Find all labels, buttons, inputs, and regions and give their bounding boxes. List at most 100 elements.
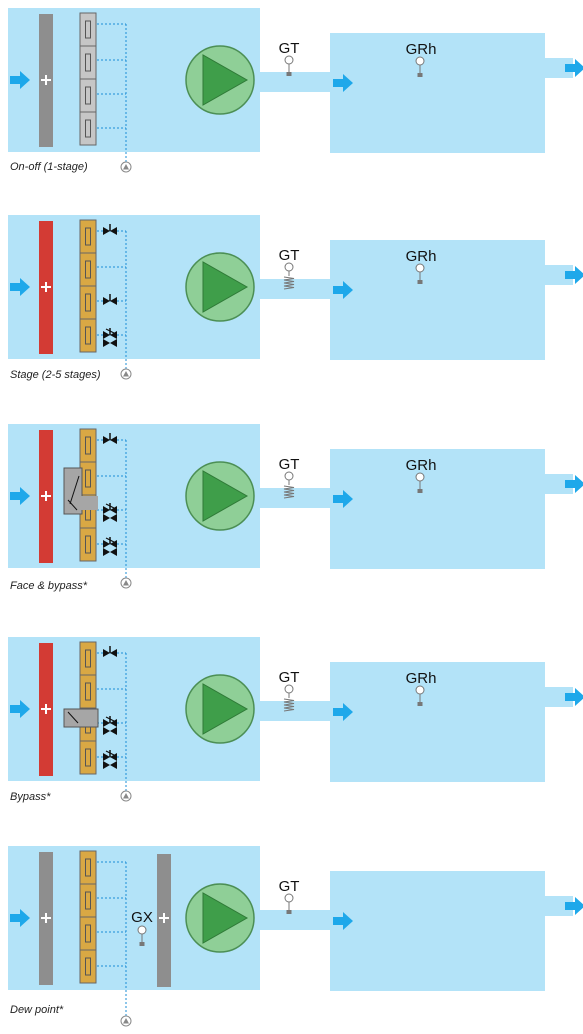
room-humidity-sensor-icon [415,685,425,706]
damper-blade-icon [85,53,91,72]
valve-icon [103,294,117,305]
outlet-arrow-icon-shaft [565,271,577,279]
valve-right-wedge [110,727,117,735]
valve-icon [103,646,117,657]
valve-left-wedge [103,506,110,514]
valve-left-wedge [103,761,110,769]
valve-right-wedge [110,719,117,727]
bypass-damper [63,708,99,728]
outlet-arrow-icon [575,266,583,284]
sensor-base [417,73,423,77]
room-box [330,449,545,569]
exhaust-duct [543,474,573,494]
damper-blade-icon [85,469,91,488]
damper-blade-icon [85,436,91,455]
inlet-arrow-icon-shaft [10,492,22,500]
bypass-channel [80,496,98,510]
fan-blade-icon [202,261,249,313]
valve-right-wedge [110,753,117,761]
exhaust-duct [543,687,573,707]
supply-duct [255,910,335,930]
sensor-spring [283,276,295,290]
plus-icon [41,491,51,501]
room-sensor-label: GRh [406,41,437,58]
controller-icon [120,161,132,173]
plus-icon [41,704,51,714]
sensor-bulb [137,925,147,935]
inlet-arrow-icon-shaft [10,705,22,713]
panel-caption: Face & bypass* [10,580,88,592]
panel-caption: Dew point* [10,1004,64,1016]
damper-blade-icon [85,227,91,246]
valve-left-wedge [103,297,110,305]
inlet-arrow-icon [20,487,30,505]
damper-blade-icon [85,748,91,767]
valve-actuator [105,503,115,509]
supply-temperature-sensor-icon [283,471,295,499]
controller-triangle [123,580,129,586]
room-inlet-arrow-icon [343,281,353,299]
room-humidity-sensor-icon [415,263,425,284]
valve-left-wedge [103,436,110,444]
valve-right-wedge [110,649,117,657]
sensor-bulb [284,893,294,903]
valve-icon [103,328,117,347]
valve-right-wedge [110,297,117,305]
plus-icon [41,282,51,292]
valve-left-wedge [103,649,110,657]
sensor-bulb [284,55,294,65]
room-box [330,240,545,360]
valve-left-wedge [103,227,110,235]
supply-temperature-sensor-icon [284,55,294,76]
room-humidity-sensor-icon [415,472,425,493]
room-inlet-arrow-icon-shaft [333,708,345,716]
damper-blade-icon [85,682,91,701]
outlet-arrow-icon [575,688,583,706]
room-sensor-label: GRh [406,670,437,687]
outlet-arrow-icon-shaft [565,902,577,910]
room-sensor-label: GRh [406,457,437,474]
room-inlet-arrow-icon-shaft [333,79,345,87]
damper-blade-icon [85,649,91,668]
supply-sensor-label: GT [279,878,300,895]
panel-caption: Stage (2-5 stages) [10,369,101,381]
valve-right-wedge [110,506,117,514]
room-inlet-arrow-icon-shaft [333,286,345,294]
damper-blade-icon [85,20,91,39]
panel-dew-point: GT GX Dew point* [0,846,583,1034]
controller-icon [120,577,132,589]
damper-blade-icon [85,293,91,312]
inlet-arrow-icon-shaft [10,283,22,291]
exhaust-duct [543,58,573,78]
mid-sensor-icon [137,925,147,946]
supply-sensor-label: GT [279,669,300,686]
exhaust-duct [543,896,573,916]
valve-icon [103,716,117,735]
valve-left-wedge [103,753,110,761]
panel-caption: On-off (1-stage) [10,161,88,173]
room-inlet-arrow-icon [343,74,353,92]
sensor-bulb [284,471,294,481]
damper-blade-icon [85,260,91,279]
plus-icon [159,913,169,923]
mid-sensor-label: GX [131,909,153,926]
supply-duct [255,488,335,508]
inlet-arrow-icon [20,700,30,718]
controller-icon [120,1015,132,1027]
room-sensor-label: GRh [406,248,437,265]
valve-actuator [105,716,115,722]
sensor-bulb [284,684,294,694]
bypass-blade-icon [67,711,79,724]
damper-blade-icon [85,891,91,910]
valve-right-wedge [110,436,117,444]
valve-actuator [105,328,115,334]
valve-right-wedge [110,227,117,235]
outlet-arrow-icon [575,897,583,915]
valve-left-wedge [103,331,110,339]
valve-right-wedge [110,540,117,548]
